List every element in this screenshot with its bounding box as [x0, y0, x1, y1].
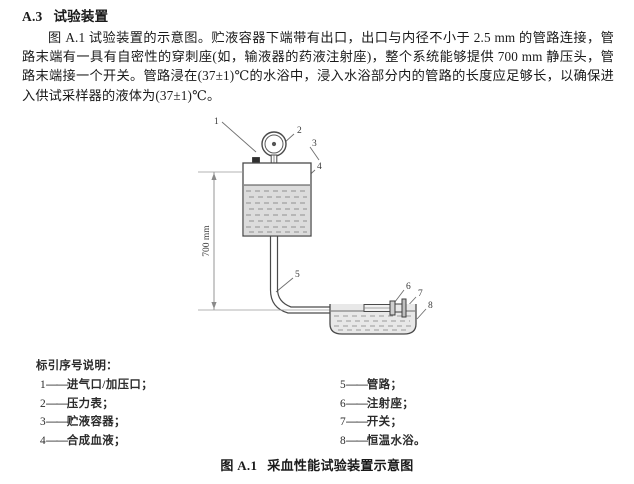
legend-dash: ——	[46, 434, 68, 447]
dimension-label: 700 mm	[202, 225, 212, 257]
figure-caption: 图 A.1 采血性能试验装置示意图	[0, 455, 634, 474]
legend-item: 2——压力表；	[40, 395, 153, 413]
legend-column-left: 1——进气口/加压口； 2——压力表； 3——贮液容器； 4——合成血液；	[40, 376, 153, 450]
caption-title: 采血性能试验装置示意图	[267, 458, 414, 473]
legend-label: 压力表；	[66, 397, 115, 410]
section-number: A.3	[22, 9, 43, 24]
legend-label: 管路；	[366, 379, 403, 392]
callout-4: 4	[317, 162, 322, 172]
legend-index: 3	[40, 416, 47, 429]
legend-index: 1	[40, 379, 47, 392]
legend-item: 5——管路；	[340, 376, 426, 394]
legend-item: 6——注射座；	[340, 395, 426, 413]
liquid-hatching	[246, 190, 308, 233]
legend-item: 3——贮液容器；	[40, 413, 153, 431]
section-title: 试验装置	[53, 9, 109, 24]
switch-valve	[389, 298, 407, 318]
legend-dash: ——	[46, 379, 68, 392]
legend-index: 2	[40, 397, 47, 410]
legend-title: 标引序号说明：	[36, 360, 118, 372]
legend-label: 注射座；	[366, 397, 415, 410]
legend-item: 8——恒温水浴。	[340, 432, 426, 450]
legend-label: 合成血液；	[66, 434, 126, 447]
legend-label: 开关；	[366, 416, 403, 429]
legend-index: 5	[340, 379, 347, 392]
callout-2: 2	[297, 126, 302, 136]
legend-index: 8	[340, 434, 347, 447]
legend-index: 6	[340, 397, 347, 410]
legend-dash: ——	[346, 434, 368, 447]
injection-seat	[363, 304, 391, 312]
callout-6: 6	[406, 282, 411, 292]
body-paragraph: 图 A.1 试验装置的示意图。贮液容器下端带有出口，出口与内径不小于 2.5 m…	[22, 30, 614, 103]
figure-diagram: 1 2 3 4 5 6 7 8	[0, 112, 634, 357]
callout-8: 8	[428, 301, 433, 311]
legend-dash: ——	[346, 379, 368, 392]
tubing-path	[269, 236, 332, 314]
legend-dash: ——	[46, 397, 68, 410]
callout-7: 7	[418, 289, 423, 299]
dimension-700mm: 700 mm	[198, 171, 336, 311]
legend-dash: ——	[346, 416, 368, 429]
bath-water-hatching	[334, 315, 412, 331]
callout-3: 3	[312, 139, 317, 149]
figure-legend: 标引序号说明： 1——进气口/加压口； 2——压力表； 3——贮液容器； 4——…	[36, 357, 596, 452]
section-heading: A.3 试验装置	[22, 5, 108, 25]
legend-index: 7	[340, 416, 347, 429]
legend-item: 4——合成血液；	[40, 432, 153, 450]
legend-label: 进气口/加压口；	[66, 379, 153, 392]
inlet-port-icon	[252, 157, 260, 164]
legend-index: 4	[40, 434, 47, 447]
legend-column-right: 5——管路； 6——注射座； 7——开关； 8——恒温水浴。	[340, 376, 426, 450]
reservoir-vessel	[242, 162, 312, 237]
callout-5: 5	[295, 270, 300, 280]
pressure-gauge-icon	[261, 131, 287, 164]
callout-1: 1	[214, 117, 219, 127]
legend-label: 恒温水浴。	[366, 434, 426, 447]
legend-item: 1——进气口/加压口；	[40, 376, 153, 394]
callout-numbers: 1 2 3 4 5 6 7 8	[214, 117, 433, 311]
legend-label: 贮液容器；	[66, 416, 126, 429]
legend-dash: ——	[346, 397, 368, 410]
caption-number: 图 A.1	[220, 458, 258, 473]
legend-dash: ——	[46, 416, 68, 429]
legend-item: 7——开关；	[340, 413, 426, 431]
